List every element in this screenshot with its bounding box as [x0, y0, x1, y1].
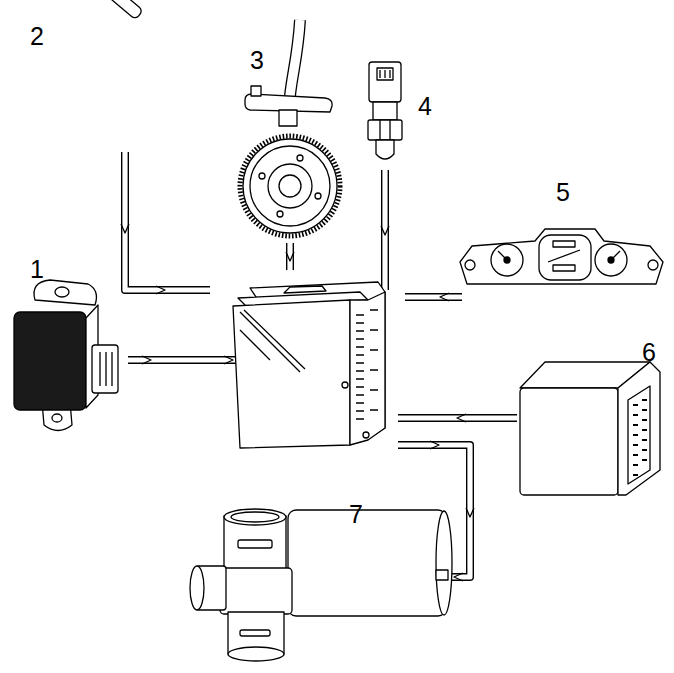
cluster-housing — [460, 229, 663, 284]
ecu-lug — [284, 286, 326, 293]
module-side — [618, 362, 660, 495]
pressure-switch — [368, 62, 402, 159]
bracket-bolt — [251, 86, 261, 96]
pipe-bore — [231, 512, 279, 522]
arrow-head — [381, 226, 389, 235]
arrow-head — [156, 286, 165, 294]
sensor-cable — [290, 20, 300, 96]
gauge-dial — [595, 244, 627, 276]
ecu-side — [350, 292, 385, 445]
signal-arrow-inner — [128, 357, 236, 362]
arrow-head — [224, 356, 233, 364]
pipe-mouth — [224, 509, 286, 525]
flywheel-face — [250, 146, 330, 226]
sensor-connector — [92, 345, 118, 393]
valve-slot — [240, 630, 270, 636]
flywheel-hole — [277, 211, 283, 217]
signal-arrow-outline — [125, 152, 210, 290]
sensor-cable-inner — [290, 20, 300, 96]
connector-pins — [100, 352, 112, 386]
control-module — [520, 362, 660, 495]
flywheel — [243, 139, 337, 233]
ecu-pins — [356, 315, 364, 419]
arrow-head — [466, 508, 474, 517]
arrow-head — [457, 414, 466, 422]
gauge-needle — [548, 250, 580, 262]
arrow-head — [454, 573, 463, 581]
sensor-tip — [103, 0, 143, 20]
arrow-head — [121, 224, 129, 233]
connector-pins — [380, 70, 390, 78]
callout-number: 2 — [30, 24, 44, 49]
module-connector — [628, 386, 650, 484]
module-front — [520, 388, 618, 495]
signal-arrow-inner — [125, 152, 210, 290]
callout-number: 6 — [642, 340, 656, 365]
sensor-body — [14, 312, 86, 410]
hex-edge — [380, 120, 390, 140]
instrument-cluster — [460, 229, 663, 284]
center-gauge — [539, 235, 591, 280]
connector-pins — [633, 400, 647, 475]
arrow-head — [142, 356, 151, 364]
mount-hole — [465, 260, 475, 270]
ecu-face — [233, 300, 350, 448]
motor-end — [436, 511, 452, 615]
flywheel-hole — [297, 155, 303, 161]
callout-number: 1 — [30, 257, 44, 282]
flywheel-hole — [259, 173, 265, 179]
valve-body — [220, 568, 292, 614]
signal-arrow-outline — [286, 243, 294, 270]
sensor-bracket — [245, 94, 332, 112]
switch-hex — [368, 120, 402, 140]
flywheel-hole — [315, 193, 321, 199]
arrow-head — [286, 252, 294, 261]
crank-sensor — [240, 20, 340, 236]
signal-arrow-outline — [128, 356, 236, 364]
gauge-window — [553, 241, 575, 247]
signal-arrow-outline — [398, 414, 517, 422]
callout-number: 7 — [349, 502, 363, 527]
gauge-needle — [498, 251, 507, 260]
ecu-screw — [342, 382, 348, 388]
sensor-ear — [34, 280, 96, 305]
callout-number: 4 — [418, 94, 432, 119]
switch-body — [373, 102, 397, 120]
idle-valve — [190, 509, 452, 661]
signal-arrow-outline — [405, 293, 462, 301]
switch-connector — [369, 62, 401, 102]
arrow-head — [440, 293, 449, 301]
valve-slot — [238, 540, 272, 548]
signal-arrow-inner — [405, 294, 462, 299]
callout-number: 5 — [556, 180, 570, 205]
flywheel-hub — [268, 164, 312, 208]
valve-motor — [288, 510, 446, 616]
signal-arrow-outline — [381, 170, 389, 290]
arrow-head — [430, 441, 439, 449]
gauge-window — [553, 265, 575, 271]
ecu-pins — [370, 310, 378, 410]
switch-tip — [376, 140, 394, 159]
flywheel-bore — [279, 175, 301, 197]
gauge-needle — [611, 251, 620, 260]
ecu-detail — [240, 310, 305, 372]
temperature-sensor — [0, 0, 153, 32]
connector-slot — [377, 68, 393, 80]
pipe-mouth — [228, 647, 284, 661]
motor-terminal — [436, 570, 448, 580]
callout-number: 3 — [250, 48, 264, 73]
gauge-dial — [491, 244, 523, 276]
control-unit — [233, 282, 385, 448]
mount-hole — [648, 260, 658, 270]
sensor-head — [279, 110, 297, 126]
mount-hole — [52, 414, 62, 422]
mount-hole — [55, 287, 69, 297]
ring-gear — [240, 136, 340, 236]
pressure-sensor — [14, 280, 118, 431]
inlet-mouth — [190, 566, 204, 610]
ecu-screw — [363, 432, 369, 438]
